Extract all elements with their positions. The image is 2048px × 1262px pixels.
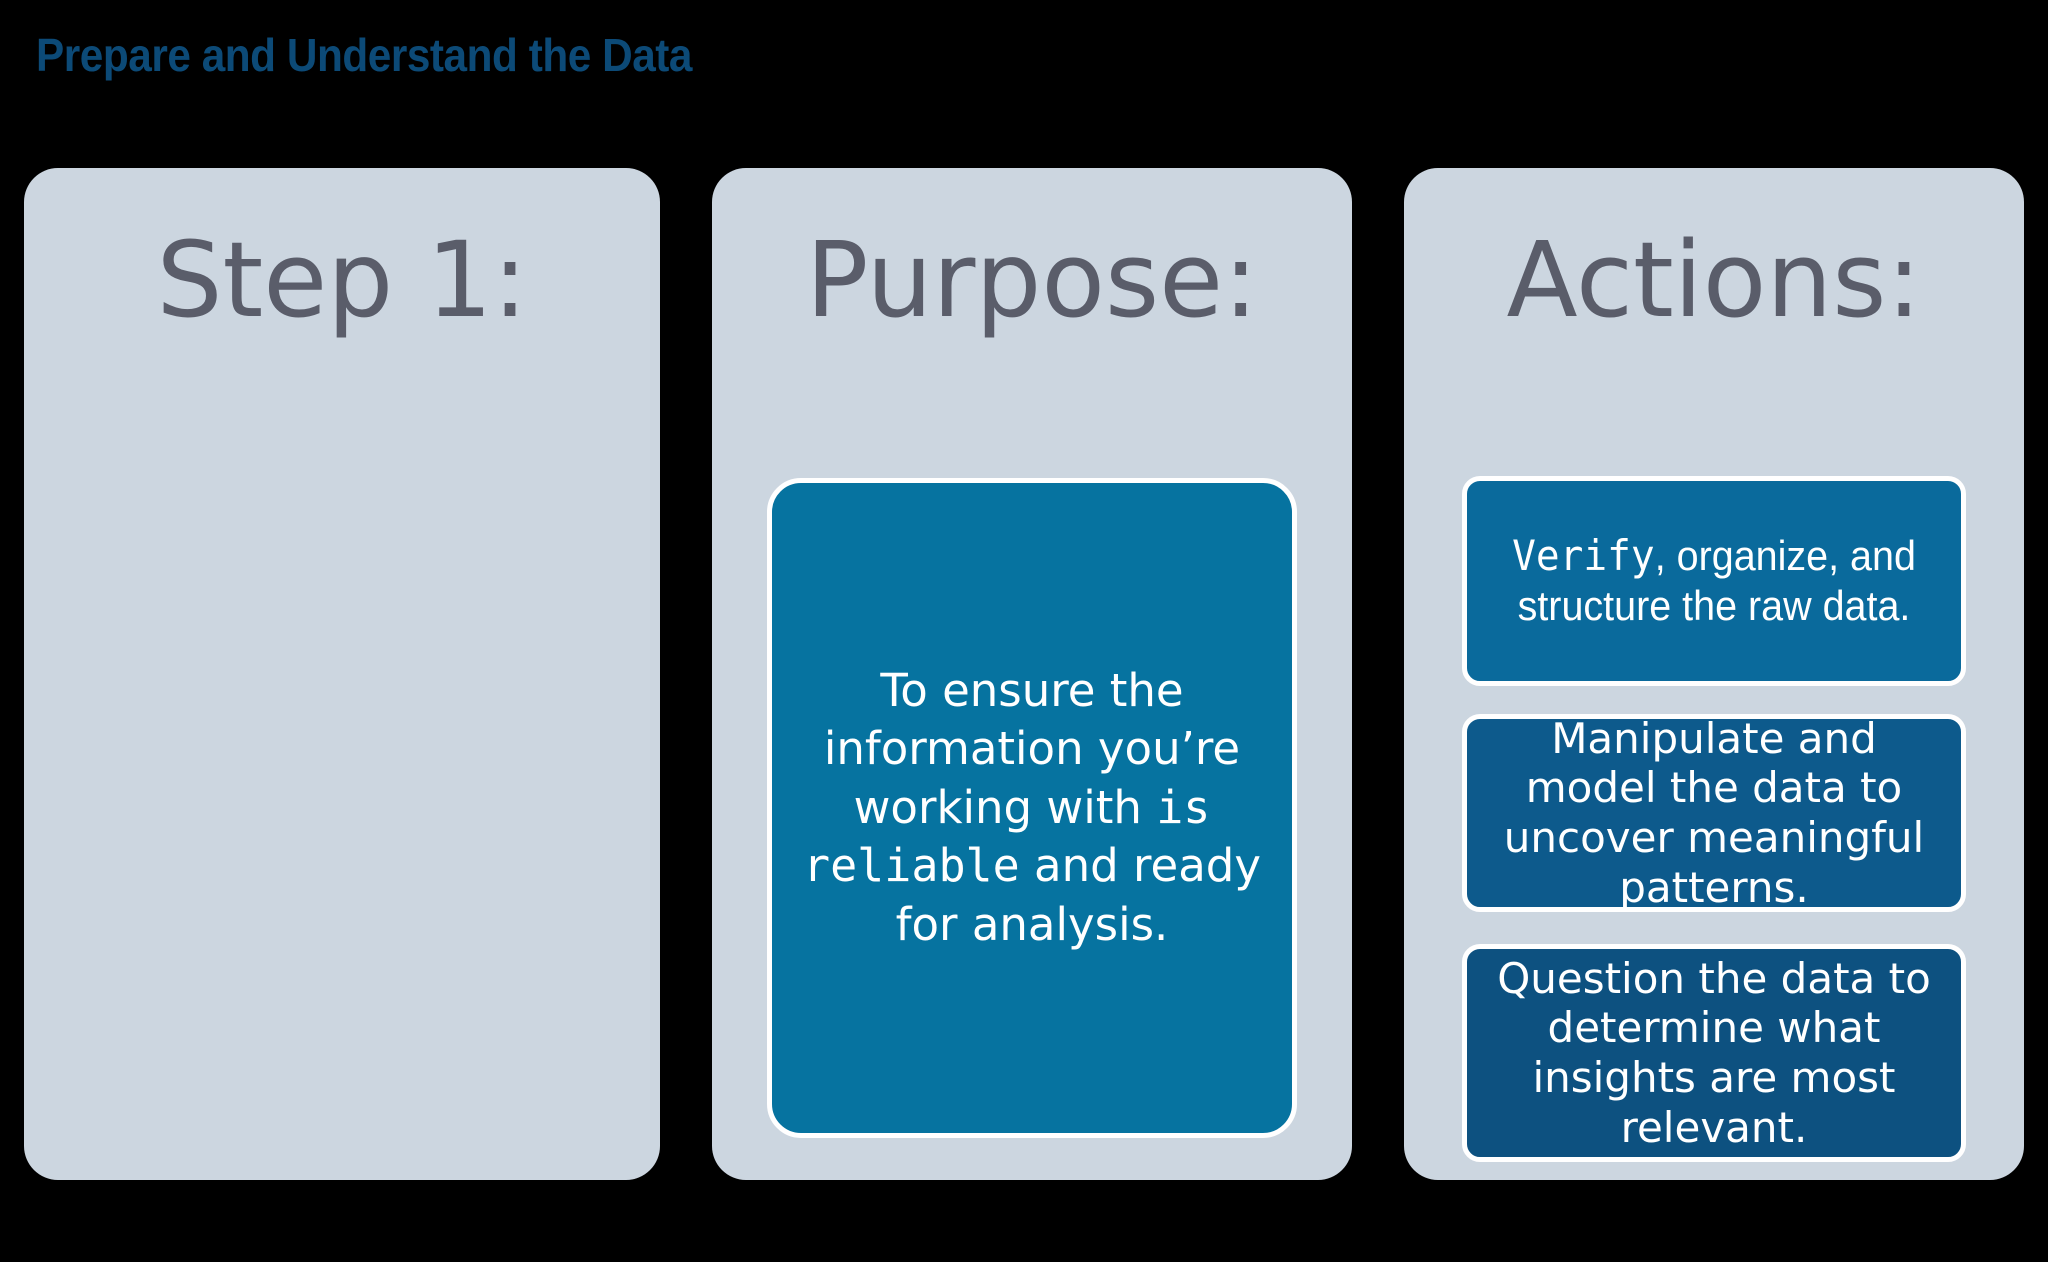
action-item-3[interactable]: Question the data to determine what insi… bbox=[1462, 944, 1966, 1162]
purpose-text: To ensure the information you’re working… bbox=[772, 662, 1292, 955]
action-item-1-text: Verify, organize, and structure the raw … bbox=[1497, 531, 1931, 630]
action-item-2[interactable]: Manipulate and model the data to uncover… bbox=[1462, 714, 1966, 912]
action-item-1-emphasis: Verify bbox=[1512, 531, 1655, 581]
card-purpose: Purpose: To ensure the information you’r… bbox=[712, 168, 1352, 1180]
card-step: Step 1: bbox=[24, 168, 660, 1180]
purpose-text-emphasis: is reliable bbox=[803, 780, 1211, 893]
purpose-text-lead: To ensure the information you’re working… bbox=[823, 663, 1241, 834]
card-actions: Actions: Verify, organize, and structure… bbox=[1404, 168, 2024, 1180]
actions-list: Verify, organize, and structure the raw … bbox=[1462, 476, 1966, 1162]
card-actions-heading: Actions: bbox=[1506, 219, 1922, 341]
action-item-1-rest: , organize, and structure the raw data. bbox=[1517, 532, 1916, 629]
purpose-callout-box: To ensure the information you’re working… bbox=[767, 478, 1297, 1138]
card-step-heading: Step 1: bbox=[156, 219, 528, 341]
action-item-2-text: Manipulate and model the data to uncover… bbox=[1503, 713, 1925, 912]
card-row: Step 1: Purpose: To ensure the informati… bbox=[0, 168, 2048, 1188]
card-purpose-heading: Purpose: bbox=[805, 219, 1259, 341]
action-item-1[interactable]: Verify, organize, and structure the raw … bbox=[1462, 476, 1966, 686]
page-title: Prepare and Understand the Data bbox=[36, 29, 692, 81]
action-item-3-text: Question the data to determine what insi… bbox=[1497, 953, 1931, 1152]
purpose-text-tail: and ready for analysis. bbox=[895, 839, 1261, 951]
